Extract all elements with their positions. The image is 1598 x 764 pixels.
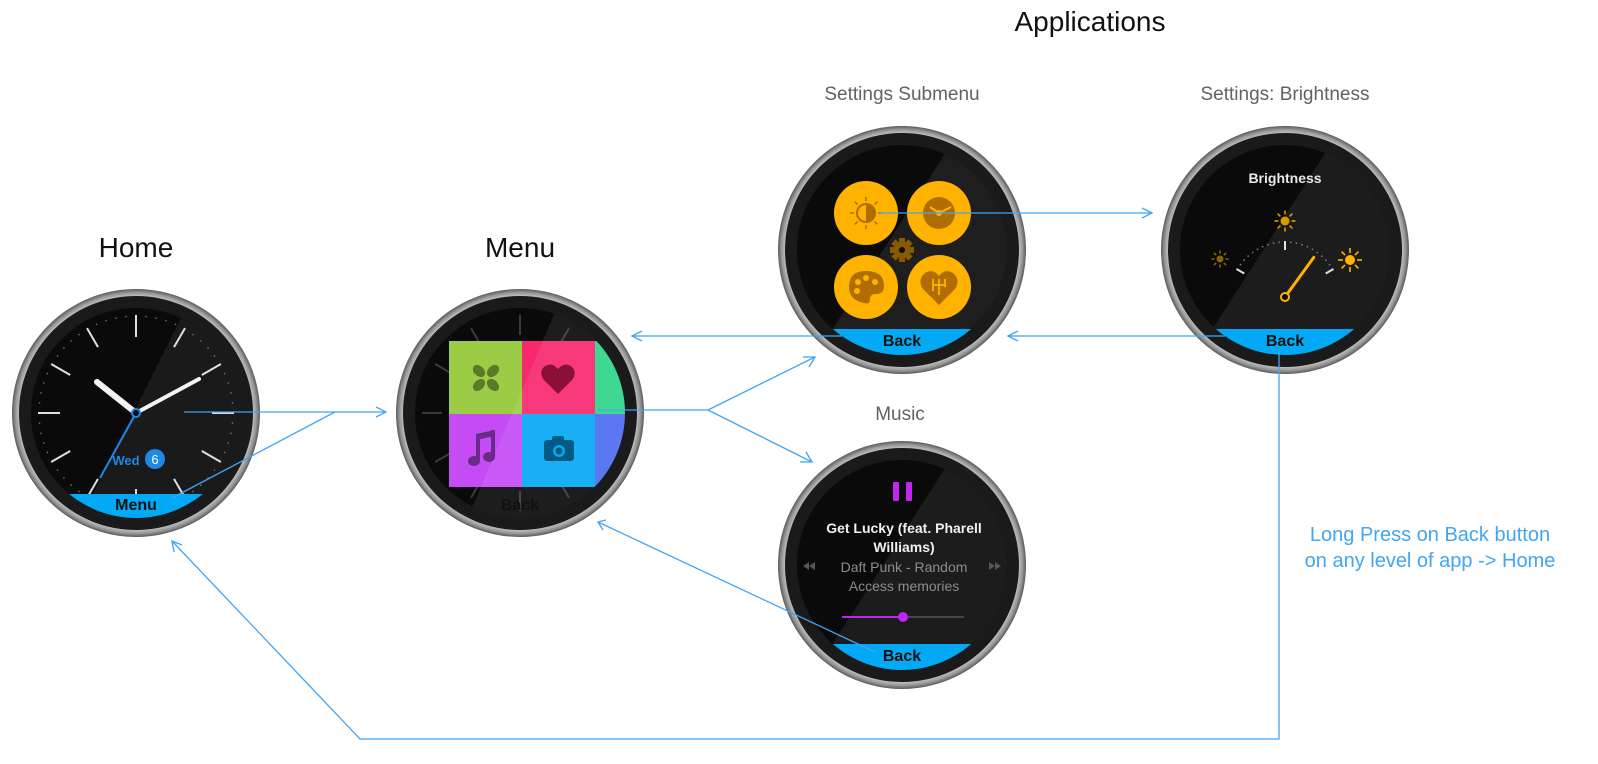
long-press-note-line1: Long Press on Back button <box>1309 524 1551 546</box>
second-hand <box>99 412 137 479</box>
brightness-arc <box>1236 241 1334 275</box>
home-title: Home <box>98 232 174 263</box>
heart-icon <box>920 271 958 305</box>
home-day-label: Wed <box>112 453 139 468</box>
gear-icon <box>890 238 914 262</box>
progress-knob[interactable] <box>898 612 908 622</box>
camera-icon <box>544 436 574 461</box>
settings-submenu-title: Settings Submenu <box>824 84 980 105</box>
track-subtitle-line2: Access memories <box>849 578 959 594</box>
track-title-line2: Williams) <box>873 539 934 555</box>
home-date-badge <box>145 449 165 469</box>
brightness-watch: Brightness Back <box>1161 126 1409 374</box>
track-subtitle-line1: Daft Punk - Random <box>841 559 968 575</box>
hour-hand <box>94 379 139 416</box>
settings-watch: Back <box>778 126 1026 374</box>
music-title: Music <box>875 404 925 425</box>
pause-icon <box>893 482 899 501</box>
menu-watch: Back <box>396 289 644 537</box>
music-watch: Get Lucky (feat. Pharell Williams) Daft … <box>778 441 1026 689</box>
settings-back-button-label: Back <box>883 333 921 350</box>
settings-brightness-title: Settings: Brightness <box>1200 84 1370 105</box>
brightness-back-button-label: Back <box>1266 333 1304 350</box>
arrow-music-back <box>597 521 876 653</box>
contrast-icon <box>850 197 882 229</box>
track-title-line1: Get Lucky (feat. Pharell <box>826 520 982 536</box>
fast-forward-icon <box>989 562 995 570</box>
sun-dim-icon <box>1211 250 1229 268</box>
sun-bright-icon <box>1338 248 1362 272</box>
flow-arrows <box>171 207 1280 740</box>
rewind-icon <box>809 562 815 570</box>
brightness-label: Brightness <box>1248 170 1321 186</box>
pause-button[interactable] <box>893 482 912 501</box>
long-press-note-line2: on any level of app -> Home <box>1304 550 1556 572</box>
home-date-label: 6 <box>151 452 158 467</box>
music-back-button-label: Back <box>883 648 921 665</box>
minute-hand <box>134 377 201 415</box>
long-press-note: Long Press on Back button on any level o… <box>1290 522 1570 574</box>
sun-icon <box>1274 210 1296 232</box>
brightness-needle[interactable] <box>1283 255 1316 299</box>
arrow-long-press-home <box>171 352 1280 740</box>
menu-back-button[interactable]: Back <box>501 497 539 514</box>
applications-title: Applications <box>1014 6 1166 37</box>
home-menu-button-label: Menu <box>115 497 157 514</box>
fast-forward-button[interactable] <box>989 562 1001 570</box>
music-note-icon <box>468 430 495 466</box>
menu-tile-apps[interactable] <box>449 341 522 414</box>
menu-title: Menu <box>484 232 556 263</box>
heart-icon <box>541 364 575 394</box>
home-watch: Wed 6 Menu <box>12 289 260 537</box>
rewind-button[interactable] <box>803 562 815 570</box>
menu-tile-music[interactable] <box>449 414 522 487</box>
palette-icon <box>849 271 884 304</box>
clover-icon <box>472 364 500 392</box>
